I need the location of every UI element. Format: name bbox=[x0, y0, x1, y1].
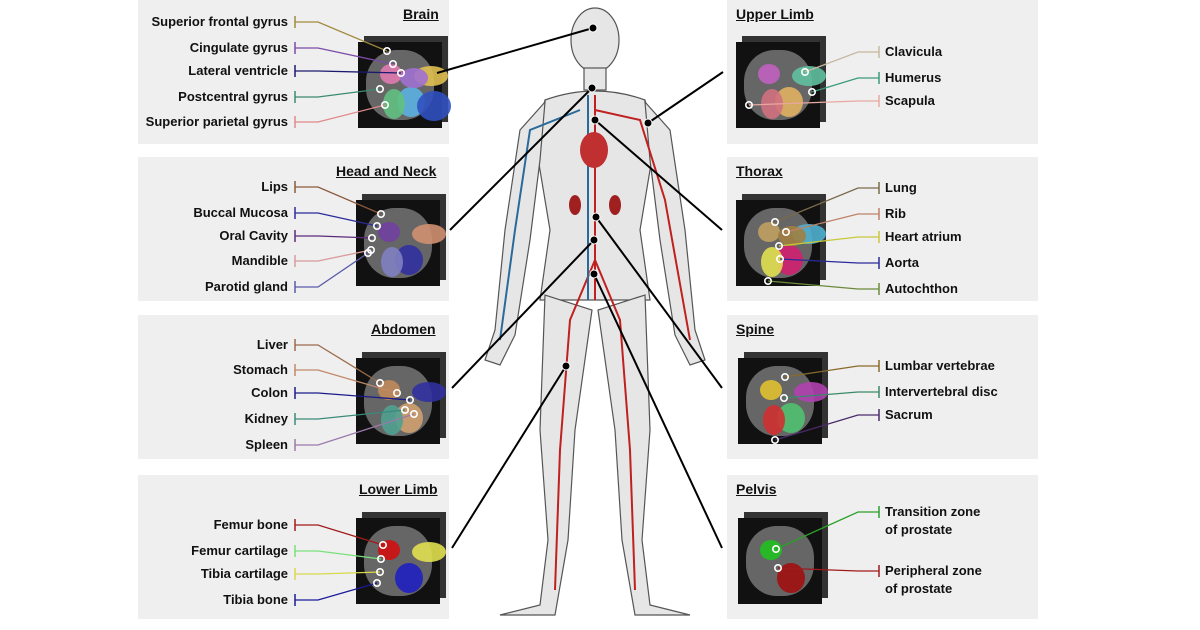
structure-marker bbox=[800, 68, 809, 77]
structure-marker bbox=[382, 46, 391, 55]
body-location-marker bbox=[643, 118, 653, 128]
body-location-marker bbox=[587, 83, 597, 93]
structure-marker bbox=[396, 69, 405, 78]
structure-marker bbox=[779, 393, 788, 402]
structure-label: Intervertebral disc bbox=[885, 384, 998, 399]
structure-marker bbox=[375, 567, 384, 576]
structure-marker bbox=[375, 85, 384, 94]
structure-label: Spleen bbox=[245, 437, 288, 452]
scan-image-upper-limb bbox=[736, 42, 826, 128]
structure-marker bbox=[376, 210, 385, 219]
structure-label: Liver bbox=[256, 337, 288, 352]
panel-title: Brain bbox=[403, 6, 439, 22]
structure-marker bbox=[375, 378, 384, 387]
body-location-marker bbox=[561, 361, 571, 371]
body-location-marker bbox=[588, 23, 598, 33]
structure-label: Rib bbox=[885, 206, 906, 221]
structure-label: Lumbar vertebrae bbox=[885, 358, 995, 373]
panel-title: Thorax bbox=[736, 163, 783, 179]
structure-marker bbox=[775, 255, 784, 264]
scan-image-brain bbox=[358, 42, 451, 128]
structure-marker bbox=[774, 242, 783, 251]
connector-upper-limb bbox=[647, 71, 724, 124]
structure-label: Kidney bbox=[244, 411, 288, 426]
structure-label: Superior parietal gyrus bbox=[145, 114, 288, 129]
structure-marker bbox=[405, 395, 414, 404]
structure-label: Mandible bbox=[231, 253, 288, 268]
scan-image-head-neck bbox=[356, 200, 446, 286]
structure-label: Stomach bbox=[233, 362, 288, 377]
structure-marker bbox=[372, 578, 381, 587]
structure-marker bbox=[409, 409, 418, 418]
structure-label: Cingulate gyrus bbox=[189, 40, 288, 55]
structure-marker bbox=[807, 88, 816, 97]
structure-label: Colon bbox=[251, 385, 288, 400]
structure-marker bbox=[363, 249, 372, 258]
structure-label: Lateral ventricle bbox=[188, 63, 288, 78]
structure-marker bbox=[770, 218, 779, 227]
structure-marker bbox=[781, 228, 790, 237]
structure-label: Oral Cavity bbox=[219, 228, 288, 243]
body-location-marker bbox=[591, 212, 601, 222]
label-line-1: Transition zone bbox=[885, 504, 981, 519]
structure-marker bbox=[773, 563, 782, 572]
structure-marker bbox=[388, 59, 397, 68]
structure-label: Autochthon bbox=[885, 281, 958, 296]
structure-marker bbox=[763, 276, 772, 285]
structure-label: Heart atrium bbox=[885, 229, 962, 244]
structure-label: Superior frontal gyrus bbox=[151, 14, 288, 29]
structure-label: Transition zone of prostate bbox=[885, 503, 980, 539]
structure-marker bbox=[378, 540, 387, 549]
connector-pelvis bbox=[593, 273, 723, 549]
structure-label: Humerus bbox=[885, 70, 942, 85]
structure-label: Femur bone bbox=[213, 517, 288, 532]
structure-label: Lung bbox=[885, 180, 917, 195]
structure-marker bbox=[400, 405, 409, 414]
structure-marker bbox=[372, 222, 381, 231]
structure-marker bbox=[392, 388, 401, 397]
human-body-illustration bbox=[484, 7, 706, 616]
structure-label: Sacrum bbox=[885, 407, 933, 422]
panel-title: Head and Neck bbox=[336, 163, 437, 179]
structure-label: Femur cartilage bbox=[191, 543, 288, 558]
structure-label: Aorta bbox=[885, 255, 919, 270]
panel-title: Upper Limb bbox=[736, 6, 814, 22]
structure-marker bbox=[744, 101, 753, 110]
panel-title: Pelvis bbox=[736, 481, 777, 497]
scan-image-lower-limb bbox=[356, 518, 446, 604]
structure-marker bbox=[376, 554, 385, 563]
panel-title: Spine bbox=[736, 321, 775, 337]
connector-brain bbox=[436, 27, 594, 74]
structure-label: Tibia cartilage bbox=[200, 566, 288, 581]
panel-title: Lower Limb bbox=[359, 481, 438, 497]
structure-label: Buccal Mucosa bbox=[193, 205, 288, 220]
structure-label: Parotid gland bbox=[204, 279, 288, 294]
structure-label: Clavicula bbox=[885, 44, 943, 59]
panel-title: Abdomen bbox=[371, 321, 436, 337]
body-location-marker bbox=[590, 115, 600, 125]
connector-abdomen bbox=[451, 239, 595, 389]
body-location-marker bbox=[589, 269, 599, 279]
structure-label: Postcentral gyrus bbox=[178, 89, 288, 104]
structure-marker bbox=[771, 544, 780, 553]
structure-marker bbox=[770, 435, 779, 444]
structure-marker bbox=[367, 234, 376, 243]
structure-label: Tibia bone bbox=[223, 592, 288, 607]
label-line-2: of prostate bbox=[885, 522, 953, 537]
structure-label: Peripheral zone of prostate bbox=[885, 562, 982, 598]
structure-marker bbox=[380, 101, 389, 110]
structure-label: Scapula bbox=[885, 93, 935, 108]
scan-image-abdomen bbox=[356, 358, 446, 444]
connector-thorax bbox=[594, 119, 723, 231]
connector-head-neck bbox=[449, 87, 593, 231]
label-line-2: of prostate bbox=[885, 581, 953, 596]
body-location-marker bbox=[589, 235, 599, 245]
label-line-1: Peripheral zone bbox=[885, 563, 982, 578]
connector-lower-limb bbox=[451, 365, 567, 549]
structure-marker bbox=[780, 372, 789, 381]
connector-spine bbox=[595, 216, 723, 389]
structure-label: Lips bbox=[261, 179, 288, 194]
